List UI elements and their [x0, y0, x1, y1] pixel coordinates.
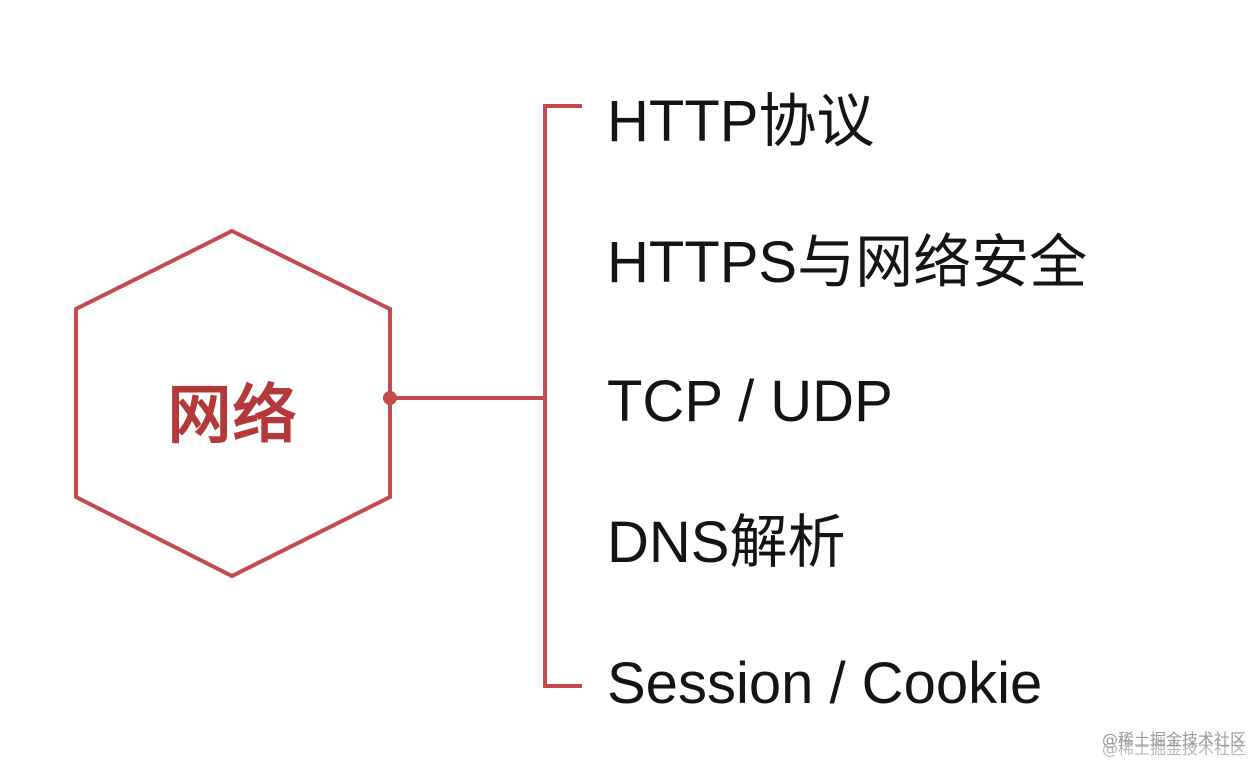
branch-tcp-udp: TCP / UDP [607, 369, 893, 434]
branch-http-protocol: HTTP协议 [607, 89, 875, 154]
watermark-line-1: @稀土掘金技术社区 [1101, 729, 1246, 749]
branch-https-security: HTTPS与网络安全 [607, 230, 1088, 295]
watermark-line-2: @稀土掘金技术社区 [1101, 739, 1246, 759]
branch-dns: DNS解析 [607, 510, 846, 575]
central-hexagon [74, 228, 392, 579]
branch-session-cookie: Session / Cookie [607, 651, 1043, 716]
center-node-label: 网络 [167, 378, 298, 453]
branch-bracket [543, 104, 582, 688]
watermark: @稀土掘金技术社区 @稀土掘金技术社区 [1102, 731, 1246, 758]
